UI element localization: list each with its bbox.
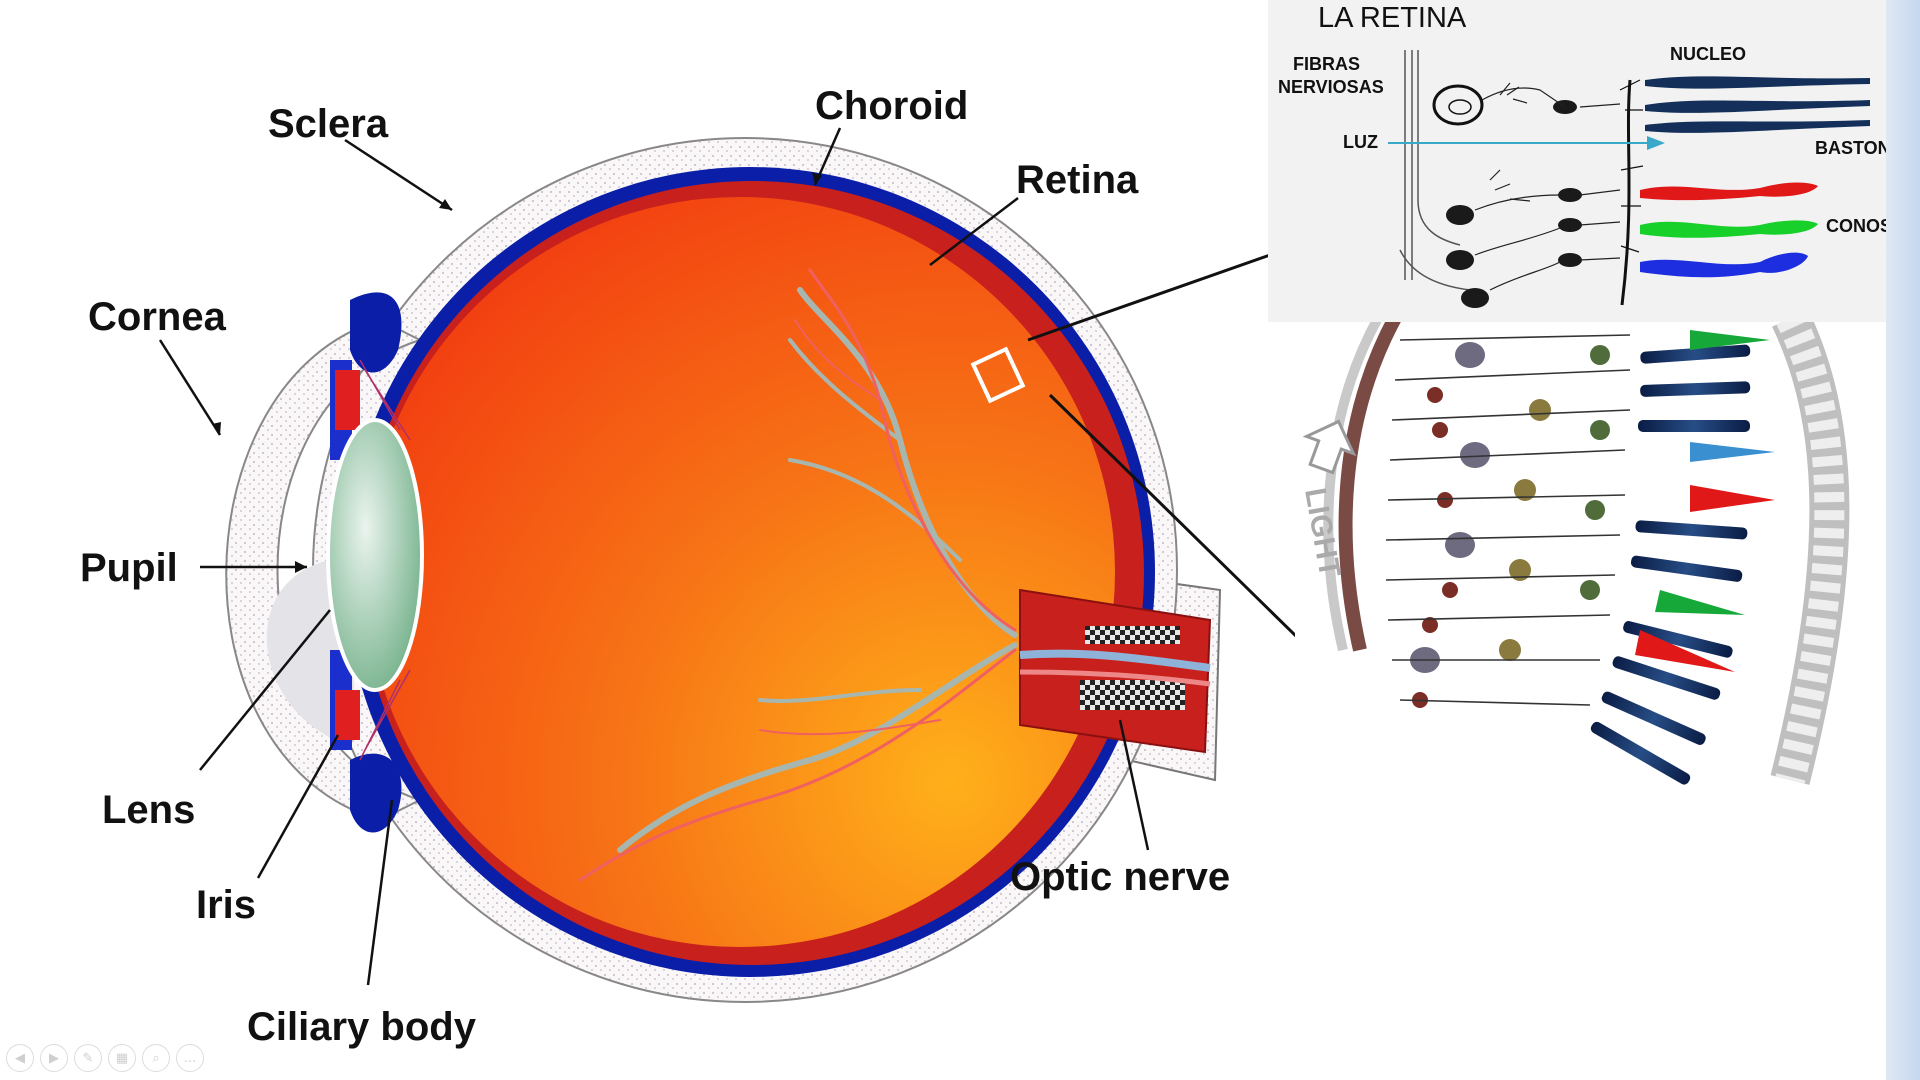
label-fibras: FIBRAS xyxy=(1293,54,1360,74)
eye-interior xyxy=(365,197,1115,947)
inset-panel xyxy=(1268,0,1920,322)
slides-grid-icon[interactable]: ▦ xyxy=(108,1044,136,1072)
next-icon[interactable]: ▶ xyxy=(40,1044,68,1072)
lens xyxy=(328,420,422,690)
pen-icon[interactable]: ✎ xyxy=(74,1044,102,1072)
slide-controls: ◀ ▶ ✎ ▦ ⌕ … xyxy=(6,1044,204,1072)
zoom-icon[interactable]: ⌕ xyxy=(142,1044,170,1072)
retina-inset: LA RETINA FIBRAS NERVIOSAS NUCLEO LUZ BA… xyxy=(1268,0,1920,322)
label-choroid: Choroid xyxy=(815,84,968,128)
slide-edge-panel xyxy=(1886,0,1920,1080)
previous-icon[interactable]: ◀ xyxy=(6,1044,34,1072)
label-cornea: Cornea xyxy=(88,295,227,339)
label-lens: Lens xyxy=(102,788,195,832)
more-icon[interactable]: … xyxy=(176,1044,204,1072)
label-optic-nerve: Optic nerve xyxy=(1010,855,1230,899)
label-iris: Iris xyxy=(196,883,256,927)
label-ciliary-body: Ciliary body xyxy=(247,1005,477,1049)
label-pupil: Pupil xyxy=(80,546,178,590)
label-sclera: Sclera xyxy=(268,102,389,146)
label-luz: LUZ xyxy=(1343,132,1378,152)
inset-title: LA RETINA xyxy=(1318,2,1467,34)
label-nerviosas: NERVIOSAS xyxy=(1278,77,1384,97)
label-retina: Retina xyxy=(1016,158,1139,202)
magnified-retina: LIGHT xyxy=(1295,318,1855,808)
label-conos: CONOS xyxy=(1826,216,1892,236)
label-nucleo: NUCLEO xyxy=(1670,44,1746,64)
